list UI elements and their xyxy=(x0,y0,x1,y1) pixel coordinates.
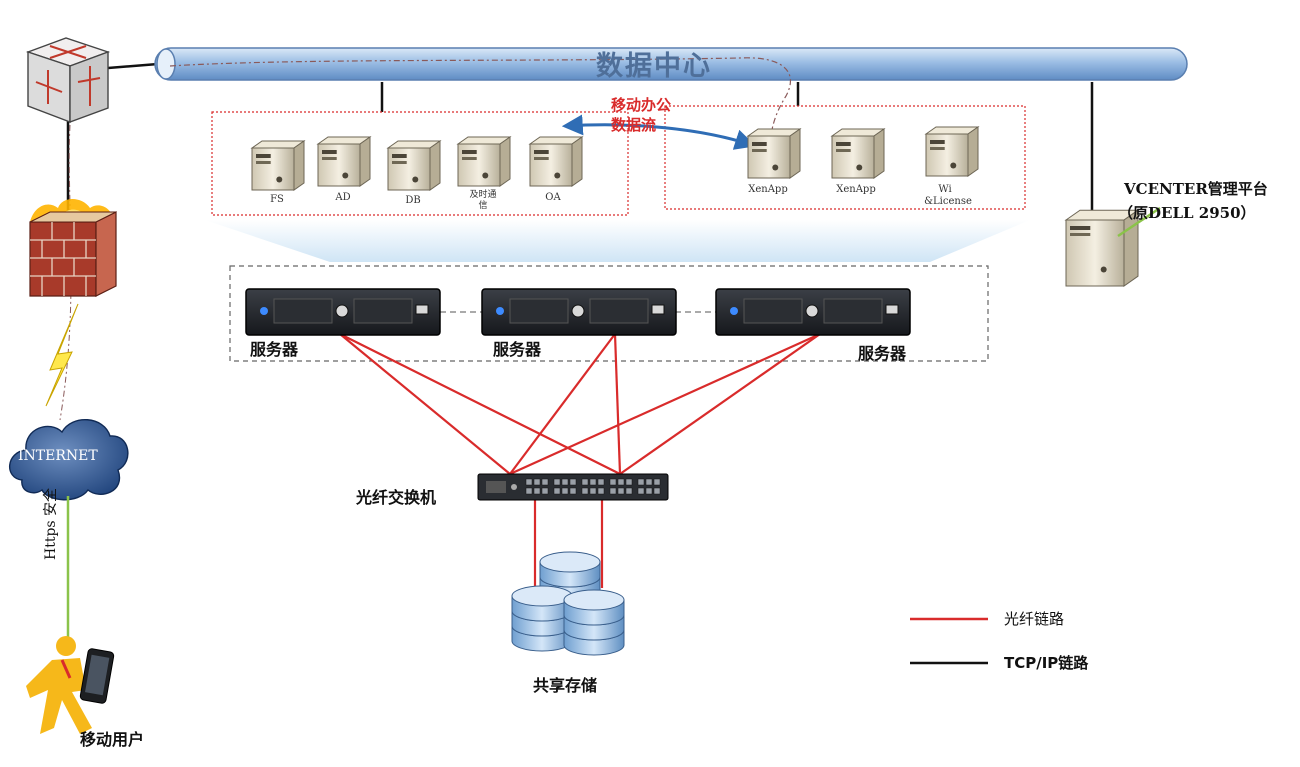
internet-label: INTERNET xyxy=(18,448,98,464)
server-tower-icon xyxy=(924,126,980,177)
server-label-im: 及时通信 xyxy=(469,190,497,211)
server-label-wi: Wi xyxy=(938,184,952,195)
server-label-ad: AD xyxy=(335,192,351,203)
storage-disk-icon xyxy=(511,551,625,656)
server-tower-icon xyxy=(528,136,584,187)
server-tower-icon xyxy=(250,140,306,191)
server-tower-icon xyxy=(830,128,886,179)
server-group-left-box xyxy=(211,111,629,216)
rack-server-icon xyxy=(481,288,677,336)
server-tower-icon xyxy=(456,136,512,187)
server-tower-icon xyxy=(746,128,802,179)
vcenter-subtitle: （原DELL 2950） xyxy=(1118,204,1256,222)
vcenter-title: VCENTER管理平台 xyxy=(1124,180,1268,198)
server-label-oa: OA xyxy=(545,192,561,203)
rack-server-icon xyxy=(715,288,911,336)
light-beam xyxy=(205,220,1030,262)
server-label-xenapp-1: XenApp xyxy=(748,184,788,195)
server-tower-icon xyxy=(1064,209,1140,287)
tower-servers xyxy=(250,126,1140,287)
vcenter-link xyxy=(1117,206,1161,238)
rack-servers xyxy=(245,288,911,336)
datacenter-title: 数据中心 xyxy=(596,51,712,82)
datacenter-pipe xyxy=(154,47,1188,81)
legend-fiber-label: 光纤链路 xyxy=(1004,610,1065,628)
router-icon xyxy=(25,37,111,124)
rack-server-label-3: 服务器 xyxy=(858,344,907,363)
flow-path xyxy=(169,57,792,143)
server-tower-icon xyxy=(316,136,372,187)
server-cluster-box xyxy=(229,265,989,362)
fiber-links xyxy=(339,332,821,590)
server-group-right-box xyxy=(664,105,1026,210)
server-tower-icon xyxy=(386,140,442,191)
firewall-icon xyxy=(29,199,117,297)
fiber-switch-icon xyxy=(477,473,669,501)
rack-server-icon xyxy=(245,288,441,336)
server-label-db: DB xyxy=(405,195,421,206)
flow-label-line2: 数据流 xyxy=(611,116,657,134)
rack-server-label-1: 服务器 xyxy=(250,340,299,359)
mobile-flow-arrow xyxy=(561,114,756,150)
mobile-user-icon xyxy=(26,636,115,734)
legend-tcp-label: TCP/IP链路 xyxy=(1004,654,1089,672)
flow-label-line1: 移动办公 xyxy=(611,96,672,114)
tcp-links xyxy=(66,62,1094,218)
server-label-xenapp-2: XenApp xyxy=(836,184,876,195)
server-label-fs: FS xyxy=(270,194,284,205)
mobile-user-label: 移动用户 xyxy=(80,730,145,749)
rack-server-label-2: 服务器 xyxy=(493,340,542,359)
lightning-icon xyxy=(45,303,79,407)
cloud-icon xyxy=(8,418,129,501)
server-label-license: &License xyxy=(924,196,972,207)
storage-label: 共享存储 xyxy=(533,676,598,695)
switch-label: 光纤交换机 xyxy=(356,488,437,507)
https-label: Https 安全 xyxy=(43,487,59,560)
